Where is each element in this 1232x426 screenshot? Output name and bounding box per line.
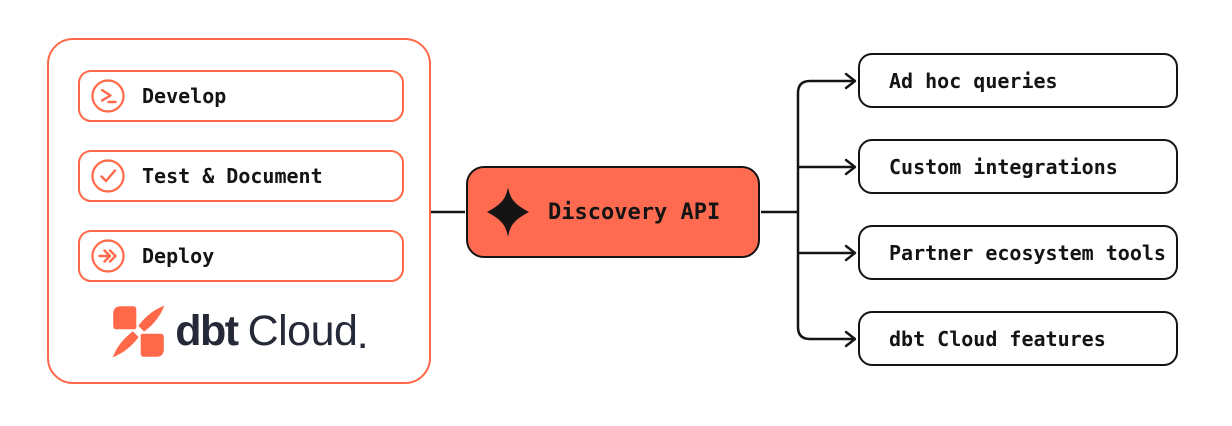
output-label: Ad hoc queries (889, 68, 1058, 93)
stage-box-test-document: Test & Document (78, 150, 404, 202)
stage-label-develop: Develop (142, 84, 227, 108)
logo-text-dbt: dbt (175, 306, 239, 355)
output-label: Custom integrations (889, 154, 1118, 179)
output-box-ad-hoc-queries: Ad hoc queries (858, 53, 1178, 108)
output-label: Partner ecosystem tools (889, 240, 1166, 265)
output-label: dbt Cloud features (889, 326, 1106, 351)
dbt-cloud-logo: dbt Cloud . (49, 302, 429, 360)
dbt-logo-icon (112, 305, 165, 357)
arrowhead-icon (844, 158, 857, 176)
stage-label-test-document: Test & Document (142, 164, 323, 188)
connector-branch-top (796, 79, 853, 212)
logo-trademark-dot: . (358, 322, 367, 355)
discovery-api-label: Discovery API (548, 199, 721, 225)
arrowhead-icon (844, 330, 857, 348)
output-box-partner-ecosystem-tools: Partner ecosystem tools (858, 225, 1178, 280)
stage-box-deploy: Deploy (78, 230, 404, 282)
dbt-cloud-panel: Develop Test & Document Deploy (47, 38, 431, 384)
logo-text-cloud: Cloud (247, 306, 358, 355)
connector-branch-bottom (796, 212, 853, 341)
output-box-dbt-cloud-features: dbt Cloud features (858, 311, 1178, 366)
stage-label-deploy: Deploy (142, 244, 215, 268)
stage-box-develop: Develop (78, 70, 404, 122)
terminal-icon (91, 79, 125, 113)
output-box-custom-integrations: Custom integrations (858, 139, 1178, 194)
fast-forward-icon (91, 239, 125, 273)
discovery-api-node: Discovery API (466, 166, 760, 258)
check-circle-icon (91, 159, 125, 193)
sparkle-icon (486, 187, 530, 237)
arrowhead-icon (844, 244, 857, 262)
arrowhead-icon (844, 72, 857, 90)
